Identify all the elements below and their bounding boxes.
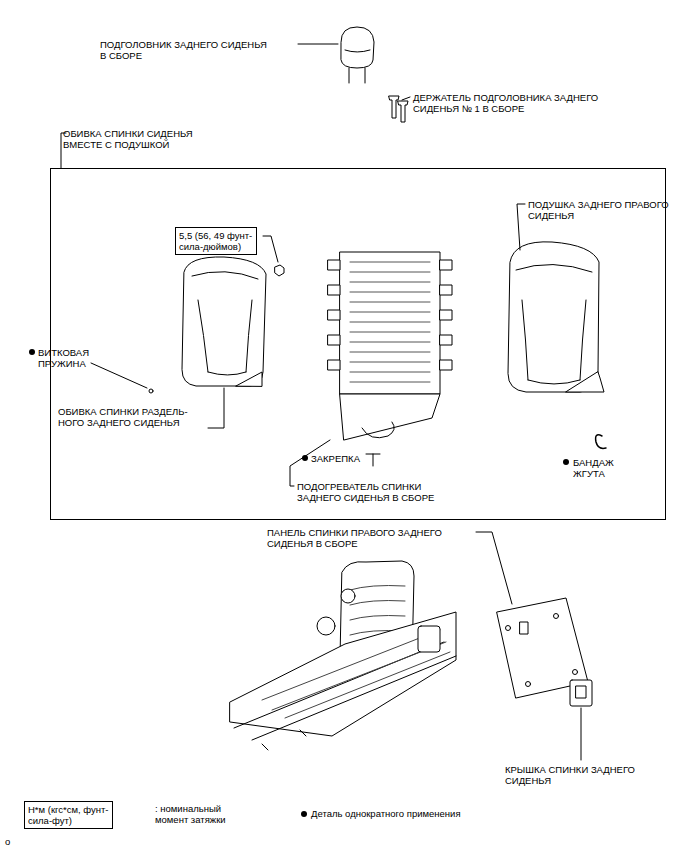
panel-clip [554,614,559,619]
leader-line [581,708,582,760]
headrest-holder [389,96,399,118]
single-use-dot [302,455,308,461]
side-bolster [418,626,440,652]
leader-line [208,388,224,428]
part-name: БАНДАЖ ЖГУТА [573,457,614,479]
torque-value: Н*м (кгс*см, фунт- сила-фут) [28,804,109,826]
part-name: ОБИВКА СПИНКИ РАЗДЕЛЬ- НОГО ЗАДНЕГО СИДЕ… [58,406,188,428]
torque-value: 5,5 (56, 49 фунт- сила-дюймов) [179,230,252,252]
clip [366,454,380,466]
cap-opening [576,686,586,698]
headrest-seam [345,50,370,52]
part-name: ПАНЕЛЬ СПИНКИ ПРАВОГО ЗАДНЕГО СИДЕНЬЯ В … [267,527,442,549]
leader-line [91,363,147,388]
headrest [341,27,374,68]
panel-clip [506,626,511,631]
seat-cushion-frame [230,612,456,736]
legend-note: : номинальный момент затяжки [155,803,226,825]
part-name: ПОДОГРЕВАТЕЛЬ СПИНКИ ЗАДНЕГО СИДЕНЬЯ В С… [297,481,434,503]
harness-band [596,435,606,449]
part-name: ВИТКОВАЯ ПРУЖИНА [38,347,89,369]
seat-motor [341,589,355,603]
nut [275,265,284,276]
torque-legend-box: Н*м (кгс*см, фунт- сила-фут) [24,801,113,829]
panel-clip [526,682,531,687]
seatback-pad [508,242,599,392]
leader-line [517,204,525,250]
part-name: ПОДГОЛОВНИК ЗАДНЕГО СИДЕНЬЯ В СБОРЕ [100,39,267,61]
part-name: ЗАКРЕПКА [311,453,360,464]
heater-wire [350,262,430,382]
seatback-heater [340,252,440,394]
heater-bottom [340,394,440,440]
seatback-cover-cap [570,680,592,706]
cover-stitch [192,272,258,375]
pad-stitch [516,264,592,384]
single-use-dot [563,459,569,465]
heater-tabs [328,260,452,370]
leader-line [476,532,512,604]
part-name: КРЫШКА СПИНКИ ЗАДНЕГО СИДЕНЬЯ [505,764,635,786]
seat-motor [317,617,335,635]
pad-flap [566,372,604,392]
torque-box: 5,5 (56, 49 фунт- сила-дюймов) [175,227,257,255]
legend-text: Деталь однократного применения [311,808,461,819]
headrest-post [349,68,350,83]
single-use-dot [29,349,35,355]
seat-rail [234,642,456,750]
panel-slot [520,622,528,634]
headrest-post [365,68,366,83]
leader-line [298,44,338,45]
part-name: ПОДУШКА ЗАДНЕГО ПРАВОГО СИДЕНЬЯ [528,199,669,221]
seatback-cover [182,257,266,386]
group-heading: ОБИВКА СПИНКИ СИДЕНЬЯ ВМЕСТЕ С ПОДУШКОЙ [63,128,193,150]
legend-dot [301,811,307,817]
coil-spring [149,389,153,393]
cover-flap [236,372,262,386]
leader-line [402,97,410,100]
panel-clip [573,670,578,675]
part-name: ДЕРЖАТЕЛЬ ПОДГОЛОВНИКА ЗАДНЕГО СИДЕНЬЯ №… [413,92,598,114]
headrest-holder [398,101,408,122]
heater-cable [362,422,394,438]
page-mark: o [5,836,10,847]
leader-line [263,236,278,262]
